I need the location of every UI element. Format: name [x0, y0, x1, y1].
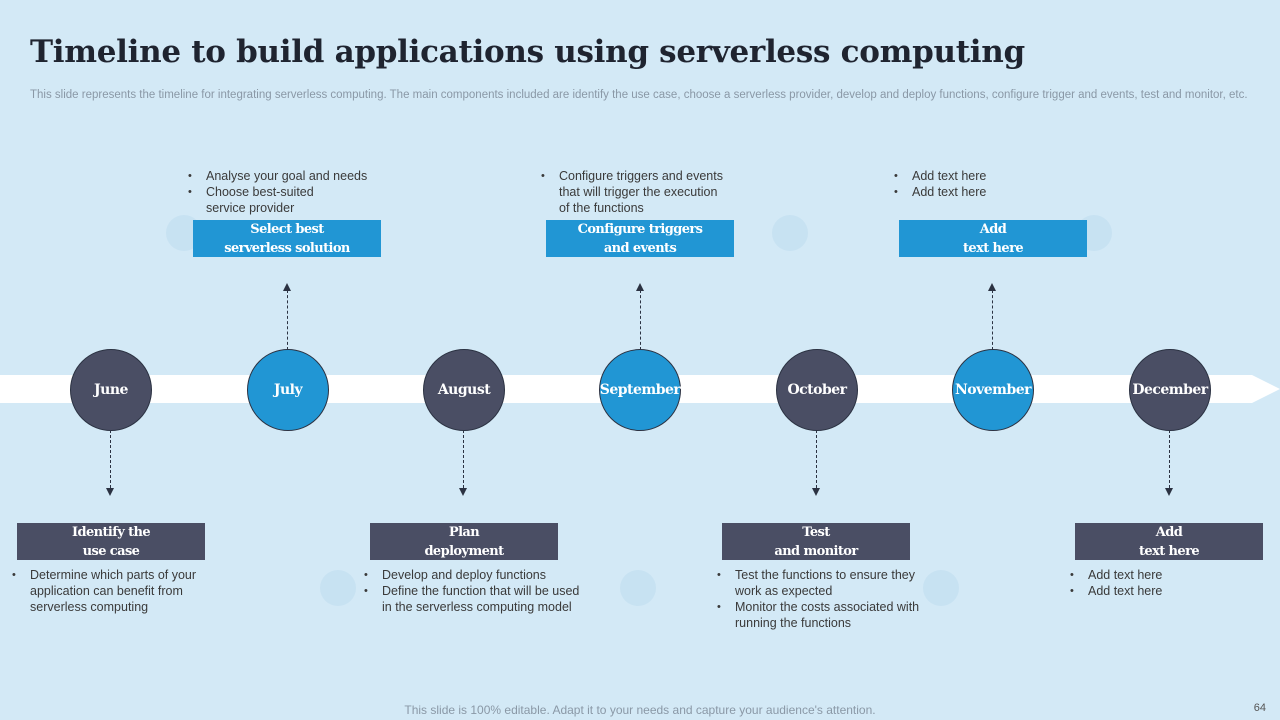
month-circle-august: August	[423, 349, 505, 431]
page-number: 64	[1253, 702, 1266, 714]
bullet-item: Monitor the costs associated with runnin…	[715, 599, 955, 631]
step-bullets-august: Develop and deploy functions Define the …	[362, 567, 612, 615]
step-bullets-july: Analyse your goal and needs Choose best-…	[186, 168, 406, 216]
step-box-test-monitor: Test and monitor	[722, 523, 910, 560]
step-box-add-text-top: Add text here	[899, 220, 1087, 257]
bullet-item: Test the functions to ensure they work a…	[715, 567, 955, 599]
timeline-arrowhead-icon	[1252, 375, 1280, 403]
connector-line	[463, 430, 464, 488]
decorative-dot	[620, 570, 656, 606]
month-circle-july: July	[247, 349, 329, 431]
bullet-item: Add text here	[1068, 567, 1258, 583]
step-box-identify-use-case: Identify the use case	[17, 523, 205, 560]
connector-line	[287, 290, 288, 350]
bullet-item: Choose best-suited service provider	[186, 184, 406, 216]
arrow-down-icon	[106, 488, 114, 496]
arrow-up-icon	[988, 283, 996, 291]
step-bullets-november: Add text here Add text here	[892, 168, 1112, 200]
arrow-up-icon	[636, 283, 644, 291]
bullet-item: Configure triggers and events that will …	[539, 168, 759, 216]
month-circle-october: October	[776, 349, 858, 431]
connector-line	[110, 430, 111, 488]
month-circle-june: June	[70, 349, 152, 431]
bullet-item: Analyse your goal and needs	[186, 168, 406, 184]
step-bullets-december: Add text here Add text here	[1068, 567, 1258, 599]
connector-line	[1169, 430, 1170, 488]
month-circle-december: December	[1129, 349, 1211, 431]
decorative-dot	[320, 570, 356, 606]
arrow-up-icon	[283, 283, 291, 291]
step-bullets-june: Determine which parts of your applicatio…	[10, 567, 230, 615]
step-box-add-text-bottom: Add text here	[1075, 523, 1263, 560]
arrow-down-icon	[812, 488, 820, 496]
arrow-down-icon	[1165, 488, 1173, 496]
bullet-item: Add text here	[1068, 583, 1258, 599]
bullet-item: Define the function that will be used in…	[362, 583, 612, 615]
step-box-configure-triggers: Configure triggers and events	[546, 220, 734, 257]
slide-title: Timeline to build applications using ser…	[30, 34, 1025, 70]
step-bullets-september: Configure triggers and events that will …	[539, 168, 759, 216]
bullet-item: Determine which parts of your applicatio…	[10, 567, 230, 615]
connector-line	[816, 430, 817, 488]
month-circle-september: September	[599, 349, 681, 431]
connector-line	[640, 290, 641, 350]
step-box-select-solution: Select best serverless solution	[193, 220, 381, 257]
decorative-dot	[772, 215, 808, 251]
slide-subtitle: This slide represents the timeline for i…	[30, 89, 1248, 101]
bullet-item: Develop and deploy functions	[362, 567, 612, 583]
bullet-item: Add text here	[892, 168, 1112, 184]
step-bullets-october: Test the functions to ensure they work a…	[715, 567, 955, 631]
connector-line	[992, 290, 993, 350]
step-box-plan-deployment: Plan deployment	[370, 523, 558, 560]
arrow-down-icon	[459, 488, 467, 496]
month-circle-november: November	[952, 349, 1034, 431]
bullet-item: Add text here	[892, 184, 1112, 200]
footer-note: This slide is 100% editable. Adapt it to…	[404, 703, 876, 717]
